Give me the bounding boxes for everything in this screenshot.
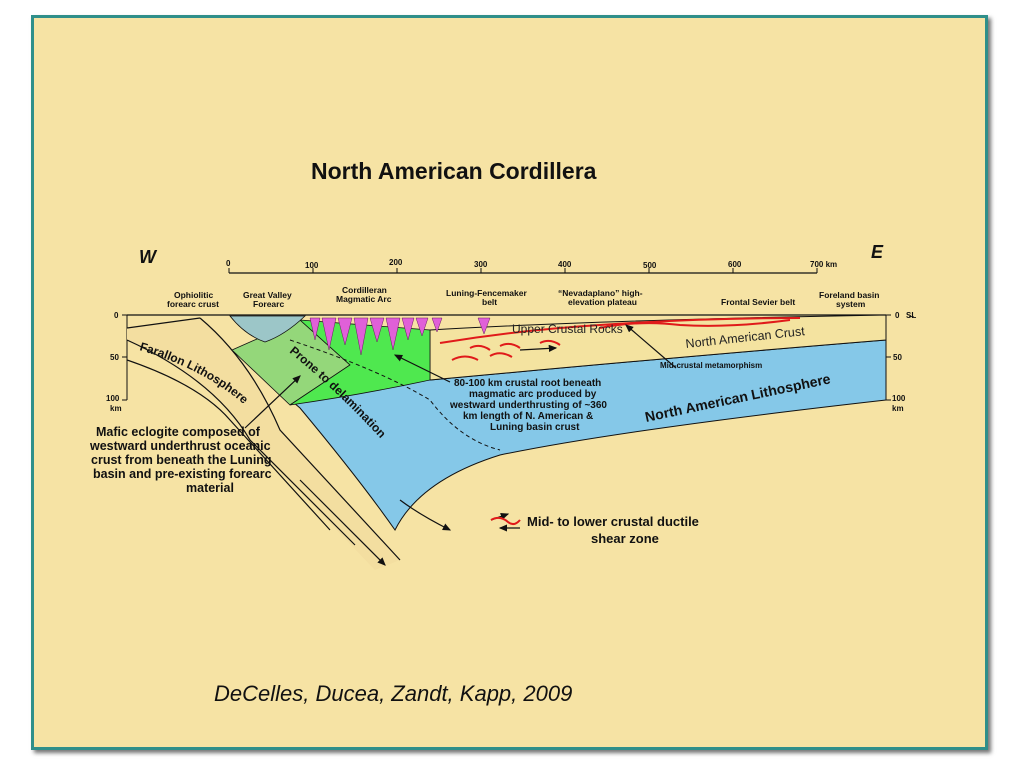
tick-label: 0 xyxy=(226,259,231,268)
tick-label: 400 xyxy=(558,260,572,269)
svg-text:“Nevadaplano” high-: “Nevadaplano” high- xyxy=(558,288,643,298)
na-crust-fill xyxy=(429,314,887,381)
svg-text:Cordilleran: Cordilleran xyxy=(342,285,387,295)
crustal-root-annotation: 80-100 km crustal root beneath magmatic … xyxy=(449,378,607,433)
svg-text:100: 100 xyxy=(892,394,906,403)
svg-text:50: 50 xyxy=(110,353,119,362)
svg-text:Foreland basin: Foreland basin xyxy=(819,290,879,300)
svg-text:forearc crust: forearc crust xyxy=(167,299,219,309)
surface-labels: Ophiolitic forearc crust Great Valley Fo… xyxy=(167,285,879,309)
svg-text:crust from beneath the Luning: crust from beneath the Luning xyxy=(91,453,272,467)
svg-text:Magmatic Arc: Magmatic Arc xyxy=(336,294,392,304)
svg-text:Mafic eclogite composed of: Mafic eclogite composed of xyxy=(96,425,261,439)
diagram-title: North American Cordillera xyxy=(311,158,597,184)
svg-text:westward underthrust oceanic: westward underthrust oceanic xyxy=(89,439,271,453)
svg-text:km: km xyxy=(110,404,122,413)
tick-label: 500 xyxy=(643,261,657,270)
svg-text:0: 0 xyxy=(895,311,900,320)
upper-crustal-rocks-label: Upper Crustal Rocks xyxy=(512,322,623,336)
citation: DeCelles, Ducea, Zandt, Kapp, 2009 xyxy=(214,681,572,706)
svg-text:km length of N. American &: km length of N. American & xyxy=(463,411,593,422)
svg-text:Luning-Fencemaker: Luning-Fencemaker xyxy=(446,288,527,298)
svg-text:km: km xyxy=(892,404,904,413)
tick-label: 600 xyxy=(728,260,742,269)
svg-text:material: material xyxy=(186,481,234,495)
pointer-arrows xyxy=(244,324,677,531)
farallon-slab xyxy=(126,317,401,570)
svg-text:0: 0 xyxy=(114,311,119,320)
svg-text:shear zone: shear zone xyxy=(591,531,659,546)
tick-label: 700 km xyxy=(810,260,837,269)
great-valley-basin xyxy=(229,315,307,343)
tick-label: 200 xyxy=(389,258,403,267)
svg-text:Forearc: Forearc xyxy=(253,299,284,309)
mid-crustal-metamorphism-label: Mid-crustal metamorphism xyxy=(660,361,762,370)
depth-scale-right: 0 50 100 km S̶L xyxy=(885,311,916,413)
shear-zone-legend: Mid- to lower crustal ductile shear zone xyxy=(490,513,699,546)
svg-text:elevation plateau: elevation plateau xyxy=(568,297,637,307)
svg-text:magmatic arc produced by: magmatic arc produced by xyxy=(469,389,597,400)
tick-label: 100 xyxy=(305,261,319,270)
svg-text:80-100 km crustal root beneath: 80-100 km crustal root beneath xyxy=(454,378,601,389)
svg-text:belt: belt xyxy=(482,297,497,307)
distance-scale: 0 100 200 300 400 500 600 700 km xyxy=(226,258,837,274)
root-boundary-dashed xyxy=(289,339,501,451)
magmatic-arc-plutons xyxy=(309,317,491,356)
svg-text:system: system xyxy=(836,299,866,309)
svg-text:Great Valley: Great Valley xyxy=(243,290,292,300)
svg-text:basin and pre-existing forearc: basin and pre-existing forearc xyxy=(93,467,272,481)
svg-text:Luning basin crust: Luning basin crust xyxy=(490,422,580,433)
svg-text:Ophiolitic: Ophiolitic xyxy=(174,290,213,300)
west-label: W xyxy=(139,247,158,267)
tick-label: 300 xyxy=(474,260,488,269)
svg-text:westward underthrusting of ~36: westward underthrusting of ~360 xyxy=(449,400,607,411)
svg-text:Mid- to lower crustal ductile: Mid- to lower crustal ductile xyxy=(527,514,699,529)
svg-text:Frontal Sevier belt: Frontal Sevier belt xyxy=(721,297,795,307)
shear-zones xyxy=(439,317,801,361)
sea-level-symbol: S̶L xyxy=(906,311,916,320)
depth-scale-left: 0 50 100 km xyxy=(106,311,128,413)
svg-text:100: 100 xyxy=(106,394,120,403)
eclogite-annotation: Mafic eclogite composed of westward unde… xyxy=(89,425,272,495)
east-label: E xyxy=(871,242,884,262)
svg-text:50: 50 xyxy=(893,353,902,362)
